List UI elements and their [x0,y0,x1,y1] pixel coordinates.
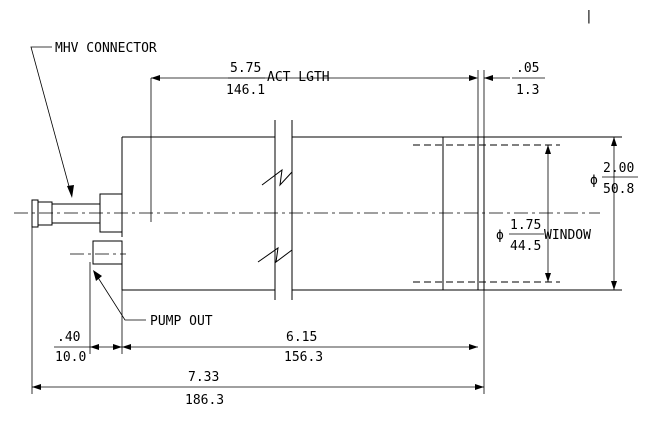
outer-diameter-symbol: ϕ [590,173,598,188]
mhv-connector-label: MHV CONNECTOR [55,41,157,56]
act-length-dimension [150,70,545,222]
act-length-inches: 5.75 [230,61,261,76]
overall-length-inches: 7.33 [188,370,219,385]
window-outline [413,144,560,283]
act-length-mm: 146.1 [226,83,265,98]
overall-length-dimension [31,227,485,394]
mhv-connector [31,193,123,233]
outer-diameter-dimension [611,137,617,290]
mhv-leader [30,46,74,198]
window-offset-inches: .05 [516,61,539,76]
corner-mark: | [585,9,593,24]
window-diameter-mm: 44.5 [510,239,541,254]
pump-out-leader [93,270,146,321]
connector-length-inches: .40 [57,330,80,345]
outer-diameter-inches: 2.00 [603,161,634,176]
break-symbol [257,120,293,300]
bottom-dimension-row [54,262,478,354]
pump-out-label: PUMP OUT [150,314,213,329]
tube-body [121,136,622,291]
pump-out-tube [70,240,126,265]
act-length-label: ACT LGTH [267,70,330,85]
window-diameter-symbol: ϕ [496,228,504,243]
outer-diameter-mm: 50.8 [603,182,634,197]
window-diameter-inches: 1.75 [510,218,541,233]
body-length-inches: 6.15 [286,330,317,345]
window-offset-mm: 1.3 [516,83,539,98]
window-diameter-dimension [545,145,551,282]
overall-length-mm: 186.3 [185,393,224,408]
connector-length-mm: 10.0 [55,350,86,365]
window-label: WINDOW [544,228,591,243]
body-length-mm: 156.3 [284,350,323,365]
